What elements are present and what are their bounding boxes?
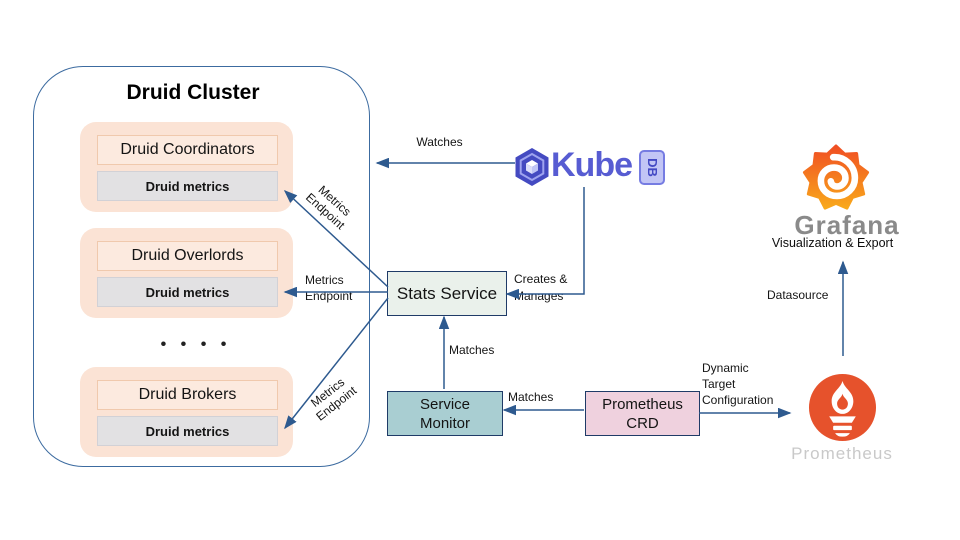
kubedb-db-badge-text: DB (644, 158, 660, 177)
prometheus-crd-label-line2: CRD (626, 414, 659, 432)
grafana-tagline: Visualization & Export (771, 236, 894, 250)
edge-label-line: Dynamic (702, 361, 749, 375)
edge-label-metrics-endpoint-overlords: Metrics Endpoint (305, 272, 377, 304)
druid-overlords-group: Druid Overlords Druid metrics (80, 228, 293, 318)
kubedb-hexagon-icon (515, 148, 549, 186)
druid-overlords-label: Druid Overlords (97, 241, 278, 271)
edge-label-line: Target (702, 377, 736, 391)
druid-cluster-title: Druid Cluster (126, 81, 260, 104)
prometheus-crd-box: Prometheus CRD (585, 391, 700, 436)
edge-label-dynamic-target-configuration: Dynamic Target Configuration (702, 360, 773, 408)
druid-coordinators-label: Druid Coordinators (97, 135, 278, 165)
druid-brokers-label: Druid Brokers (97, 380, 278, 410)
ellipsis-dots: • • • • (160, 336, 232, 353)
edge-label-creates-manages: Creates & Manages (514, 271, 567, 305)
druid-brokers-metrics: Druid metrics (97, 416, 278, 446)
edge-label-datasource: Datasource (767, 288, 829, 302)
kubedb-db-badge: DB (639, 150, 665, 185)
service-monitor-label-line2: Monitor (419, 414, 471, 432)
grafana-logo-icon (802, 144, 870, 210)
prometheus-logo-icon (808, 373, 877, 442)
edge-label-matches-left: Matches (508, 390, 554, 404)
edge-label-line: Metrics (305, 273, 344, 287)
edge-label-watches: Watches (416, 135, 463, 149)
edge-label-matches-up: Matches (449, 343, 495, 357)
druid-brokers-group: Druid Brokers Druid metrics (80, 367, 293, 457)
service-monitor-label-line1: Service (419, 395, 471, 413)
edge-label-line: Creates & (514, 272, 568, 286)
edge-label-line: Endpoint (305, 289, 353, 303)
kubedb-wordmark: Kube (551, 146, 633, 184)
druid-coordinators-group: Druid Coordinators Druid metrics (80, 122, 293, 212)
edge-label-line: Configuration (702, 393, 774, 407)
prometheus-crd-label-line1: Prometheus (602, 395, 683, 413)
service-monitor-box: Service Monitor (387, 391, 503, 436)
kubedb-logo: Kube DB (512, 146, 668, 188)
grafana-wordmark: Grafana (794, 210, 900, 240)
druid-coordinators-metrics: Druid metrics (97, 171, 278, 201)
druid-overlords-metrics: Druid metrics (97, 277, 278, 307)
prometheus-wordmark: Prometheus (791, 444, 893, 463)
stats-service-box: Stats Service (387, 271, 507, 316)
stats-service-label: Stats Service (396, 284, 498, 303)
edge-label-line: Manages (514, 289, 564, 303)
